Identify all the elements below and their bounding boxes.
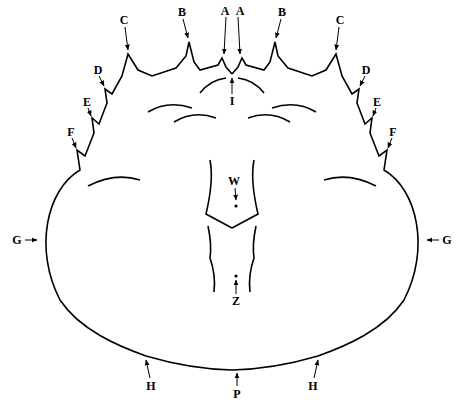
leader-arrow bbox=[183, 19, 188, 38]
leader-arrow bbox=[99, 76, 104, 86]
leader-arrow bbox=[125, 27, 128, 50]
leader-arrow bbox=[88, 108, 91, 116]
callout-letter: C bbox=[120, 14, 129, 26]
callout-letter: P bbox=[233, 388, 240, 400]
leader-arrow bbox=[235, 188, 236, 200]
point-dot bbox=[234, 204, 237, 207]
callout-letter: H bbox=[146, 380, 155, 392]
callout-letter: D bbox=[94, 64, 103, 76]
callout-letter: A bbox=[221, 5, 230, 17]
callout-letter: B bbox=[278, 6, 286, 18]
callout-letter: C bbox=[336, 14, 345, 26]
carapace-mirror-half bbox=[232, 17, 439, 378]
callout-letter: H bbox=[308, 380, 317, 392]
callout-letter: I bbox=[230, 95, 235, 107]
callout-letter: W bbox=[228, 175, 240, 187]
callout-letter: Z bbox=[232, 295, 240, 307]
point-dot bbox=[234, 274, 237, 277]
leader-arrow bbox=[236, 280, 237, 294]
callout-letter: B bbox=[178, 6, 186, 18]
region-groove bbox=[206, 160, 232, 228]
region-groove bbox=[88, 177, 140, 186]
leader-arrow bbox=[224, 17, 226, 54]
leader-arrow bbox=[72, 138, 76, 148]
carapace-outline bbox=[46, 42, 232, 370]
callout-letter: E bbox=[83, 96, 91, 108]
callout-letter: F bbox=[67, 126, 74, 138]
region-groove bbox=[174, 115, 216, 122]
callout-letter: E bbox=[373, 96, 381, 108]
region-groove bbox=[200, 78, 226, 93]
callout-letter: A bbox=[236, 5, 245, 17]
callout-letter: D bbox=[362, 64, 371, 76]
leader-arrow bbox=[25, 240, 37, 241]
leader-arrow bbox=[237, 373, 238, 386]
callout-letter: F bbox=[389, 126, 396, 138]
callout-letter: G bbox=[12, 234, 21, 246]
region-groove bbox=[208, 226, 215, 292]
leader-arrow bbox=[146, 360, 150, 378]
region-groove bbox=[148, 105, 192, 112]
leader-arrow bbox=[232, 78, 233, 94]
callout-letter: G bbox=[442, 234, 451, 246]
